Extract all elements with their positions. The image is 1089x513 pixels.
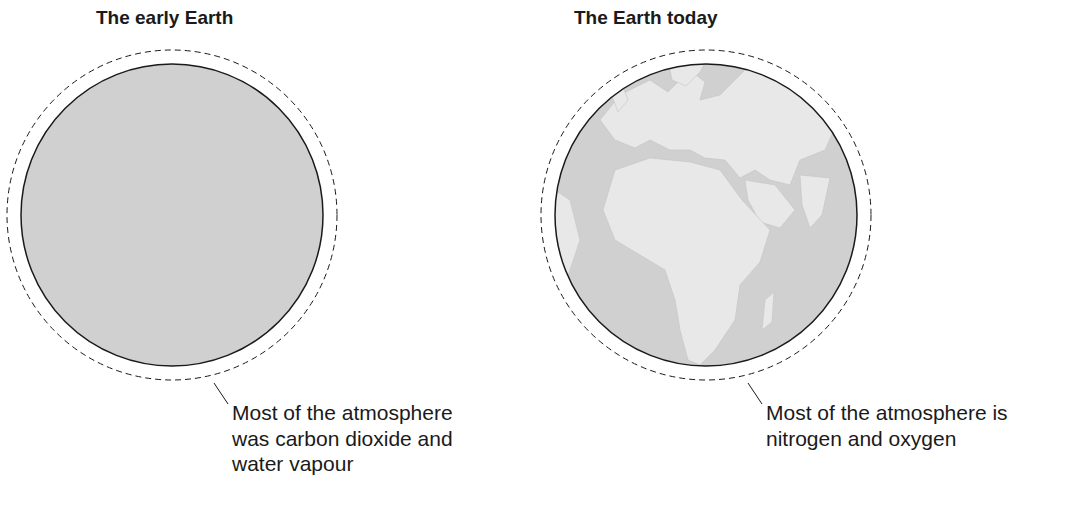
atmosphere-note: Most of the atmosphere was carbon dioxid… — [232, 400, 477, 477]
atmosphere-note: Most of the atmosphere is nitrogen and o… — [766, 400, 1011, 451]
panel-title: The early Earth — [96, 6, 233, 29]
early-earth-globe — [21, 64, 323, 366]
continents — [530, 40, 870, 365]
leader-line — [214, 383, 228, 404]
atmosphere-boundary — [7, 50, 337, 380]
panel-title: The Earth today — [574, 6, 718, 29]
atmosphere-boundary — [541, 50, 871, 380]
leader-line — [748, 383, 762, 404]
